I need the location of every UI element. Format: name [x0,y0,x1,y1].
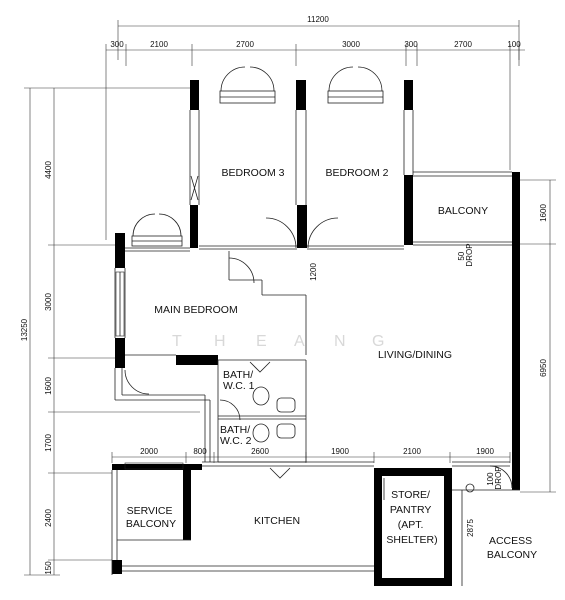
left-dimension-lines [24,87,200,576]
dim-left-seg-3: 1700 [44,434,53,452]
dim-balcony-drop-line1: 50 [457,251,466,260]
watermark: T H E A N G [172,333,386,350]
dim-right-seg-1: 6950 [539,359,548,377]
dim-top-seg-4: 300 [404,40,418,49]
room-label-store-line4: SHELTER) [386,534,437,546]
dim-top-seg-0: 300 [110,40,124,49]
room-label-bedroom-2: BEDROOM 2 [325,167,388,179]
room-label-bath-1-line2: W.C. 1 [223,380,255,392]
room-label-service-balcony-line1: SERVICE [127,505,173,517]
room-label-bath-1-line1: BATH/ [223,369,253,381]
dim-bottom-3: 1900 [331,447,349,456]
room-label-store: STORE/ PANTRY (APT. SHELTER) [386,489,437,546]
top-dimension-lines [105,20,525,240]
dim-top-seg-1: 2100 [150,40,168,49]
dim-left-seg-2: 1600 [44,377,53,395]
dim-top-seg-2: 2700 [236,40,254,49]
door-swings [124,66,513,500]
dim-store-2875: 2875 [466,519,475,537]
dim-left-seg-0: 4400 [44,161,53,179]
bottom-row-dimension-lines [111,452,511,463]
dim-access-drop: 100 DROP [486,466,503,489]
room-label-access-balcony-line2: BALCONY [487,549,537,561]
dim-access-drop-line2: DROP [494,466,503,489]
watermark-letter-n: N [334,333,348,350]
dim-top-seg-3: 3000 [342,40,360,49]
room-label-access-balcony: ACCESS BALCONY [487,535,537,561]
bath-fixtures [252,386,475,493]
room-label-balcony: BALCONY [438,205,488,217]
dim-left-seg-4: 2400 [44,509,53,527]
dim-left-total: 13250 [20,318,29,341]
dim-bottom-0: 2000 [140,447,158,456]
watermark-letter-h: H [214,333,228,350]
room-label-bedroom-3: BEDROOM 3 [221,167,284,179]
dim-top-total: 11200 [307,15,329,24]
room-label-service-balcony-line2: BALCONY [126,518,176,530]
dim-top-seg-5: 2700 [454,40,472,49]
dim-balcony-drop: 50 DROP [457,243,474,266]
dim-bottom-4: 2100 [403,447,421,456]
watermark-letter-t: T [172,333,184,350]
dim-balcony-drop-line2: DROP [465,243,474,266]
room-label-main-bedroom: MAIN BEDROOM [154,304,237,316]
windows [115,90,384,470]
dim-left-seg-5: 150 [44,561,53,575]
room-label-living-dining: LIVING/DINING [378,349,452,361]
room-label-bath-1: BATH/ W.C. 1 [223,369,256,392]
watermark-letter-a: A [294,333,307,350]
dim-bottom-5: 1900 [476,447,494,456]
partitions [111,110,520,586]
dim-right-seg-0: 1600 [539,204,548,222]
room-label-store-line1: STORE/ [391,489,430,501]
room-label-access-balcony-line1: ACCESS [489,535,532,547]
dim-access-drop-line1: 100 [486,472,495,486]
watermark-letter-e: E [256,333,269,350]
room-label-kitchen: KITCHEN [254,515,300,527]
dim-interior-1200: 1200 [309,263,318,281]
room-label-store-line3: (APT. [398,519,424,531]
room-label-bath-2-line1: BATH/ [220,424,250,436]
room-label-bath-2-line2: W.C. 2 [220,435,252,447]
room-label-bath-2: BATH/ W.C. 2 [220,424,253,447]
walls [112,80,520,586]
room-label-service-balcony: SERVICE BALCONY [126,505,176,530]
room-label-store-line2: PANTRY [390,504,432,516]
right-dimension-lines [520,179,556,493]
dim-left-seg-1: 3000 [44,293,53,311]
dim-bottom-1: 800 [193,447,207,456]
watermark-letter-g: G [372,333,386,350]
dim-top-seg-6: 100 [507,40,521,49]
dim-bottom-2: 2600 [251,447,269,456]
